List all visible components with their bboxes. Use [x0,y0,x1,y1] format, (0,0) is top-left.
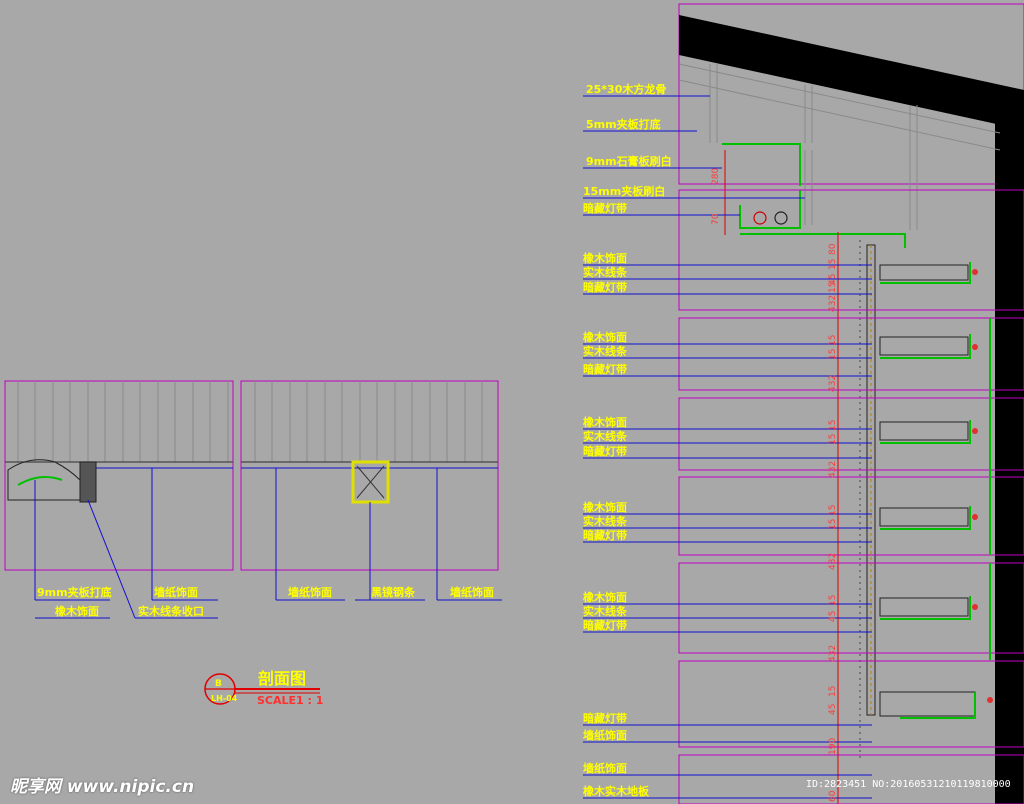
label-hidden-light-1: 暗藏灯带 [583,280,627,294]
label-hidden-light-top: 暗藏灯带 [583,201,627,215]
dim-g1-a: 15 [828,259,838,270]
dim-g4-b: 15 [828,519,838,530]
dim-g3-c: 432 [828,461,838,478]
drawing-title: 剖面图 [258,669,306,688]
label-wallpaper-bottom-2: 墙纸饰面 [583,761,627,775]
plan-label-oak-veneer: 橡木饰面 [55,604,99,618]
dim-g3-a: 15 [828,420,838,431]
label-15mm-plywood: 15mm夹板刷白 [583,184,665,198]
dim-g5-c: 432 [828,645,838,662]
plan-detail-left [4,380,234,619]
dim-g2-b: 15 [828,349,838,360]
dim-g2-c: 432 [828,375,838,392]
wall-section [678,3,1024,804]
watermark-brand: 昵享网 www.nipic.cn [10,777,195,797]
dim-bottom-a: 15 [828,686,838,697]
watermark-id: ID:2823451 NO:20160531210119810000 [806,779,1011,790]
dim-bottom-c: 190 [828,738,838,755]
label-oak-veneer-1: 橡木饰面 [583,251,627,265]
dim-g4-c: 432 [828,553,838,570]
label-wood-trim-3: 实木线条 [583,429,628,443]
dim-g1-b: 45 [828,274,838,285]
label-9mm-gypsum: 9mm石膏板刷白 [586,154,672,168]
label-wallpaper-bottom-1: 墙纸饰面 [583,728,627,742]
dim-bottom-d: 60 [828,790,838,802]
plan-label-black-mirror-steel: 黑镜钢条 [371,585,416,599]
label-wood-trim-2: 实木线条 [583,344,628,358]
dim-g1-d: 432 [828,295,838,312]
label-oak-veneer-3: 橡木饰面 [583,415,627,429]
dim-g3-b: 15 [828,434,838,445]
label-oak-veneer-5: 橡木饰面 [583,590,627,604]
label-wood-trim-5: 实木线条 [583,604,628,618]
title-block [204,673,320,705]
label-hidden-light-5: 暗藏灯带 [583,618,627,632]
plan-label-solid-wood-trim: 实木线条收口 [138,604,204,618]
dim-70: 70 [711,213,721,225]
plan-label-wallpaper-1: 墙纸饰面 [154,585,198,599]
label-hidden-light-2: 暗藏灯带 [583,362,627,376]
dim-g5-b: 45 [828,611,838,622]
drawing-scale: SCALE1 : 1 [257,694,323,707]
label-hidden-light-4: 暗藏灯带 [583,528,627,542]
dim-bottom-b: 45 [828,704,838,715]
dimension-texts: 280 70 80 15 45 15 432 15 15 432 15 15 4… [711,168,838,802]
label-oak-veneer-4: 橡木饰面 [583,500,627,514]
label-hidden-light-3: 暗藏灯带 [583,444,627,458]
dim-g2-a: 15 [828,335,838,346]
section-bubble-sheet: LH-04 [211,694,238,703]
section-bubble-letter: B [215,679,222,689]
plan-label-wallpaper-3: 墙纸饰面 [450,585,494,599]
plan-label-9mm-plywood: 9mm夹板打底 [37,585,112,599]
label-oak-veneer-2: 橡木饰面 [583,330,627,344]
label-wood-keel: 25*30木方龙骨 [586,82,666,96]
dim-280: 280 [711,168,721,185]
label-wood-trim-4: 实木线条 [583,514,628,528]
dim-g4-a: 15 [828,505,838,516]
label-wood-trim-1: 实木线条 [583,265,628,279]
dim-g1-c: 15 [828,282,838,293]
section-leaders [583,95,872,799]
label-5mm-plywood: 5mm夹板打底 [586,117,661,131]
plan-label-wallpaper-2: 墙纸饰面 [288,585,332,599]
label-oak-floor: 橡木实木地板 [583,784,650,798]
label-hidden-light-bottom: 暗藏灯带 [583,711,627,725]
dim-80: 80 [828,243,838,255]
plan-detail-right [240,380,499,600]
dim-g5-a: 15 [828,595,838,606]
